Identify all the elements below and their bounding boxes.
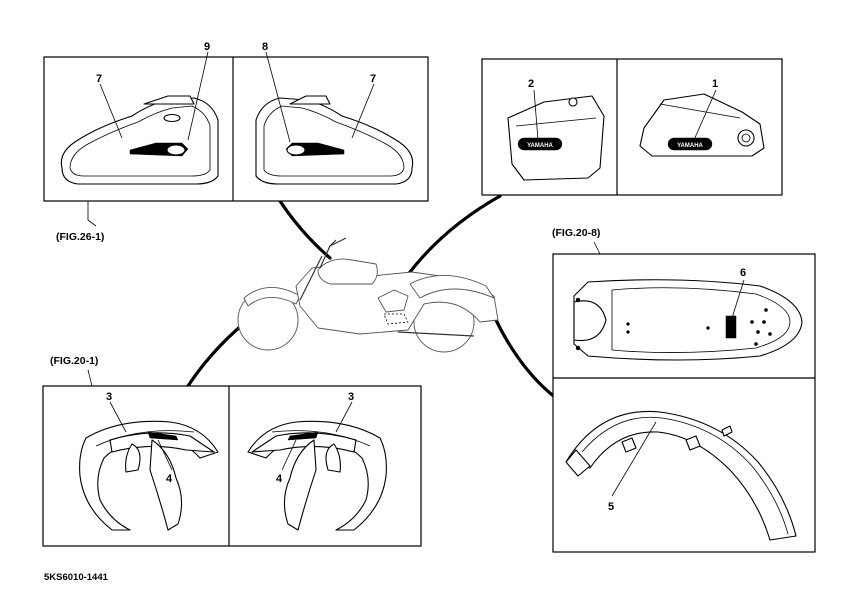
callout-9: 9 — [204, 41, 210, 53]
connector-tank — [276, 196, 332, 260]
front-fender-left-view — [79, 420, 219, 531]
callout-4-right: 4 — [276, 473, 283, 485]
callout-4-left: 4 — [166, 473, 173, 485]
callout-6: 6 — [740, 267, 746, 279]
drawing-code: 5KS6010-1441 — [44, 572, 109, 583]
callout-5: 5 — [608, 501, 614, 513]
callout-3-right: 3 — [348, 391, 354, 403]
seat-emblem — [725, 315, 737, 339]
front-emblem-left — [147, 431, 179, 441]
side-cover-hidden — [383, 313, 409, 325]
motorcycle-overview — [237, 237, 499, 353]
tank-panel: 7 9 8 7 — [43, 41, 429, 202]
front-fender-silhouette — [243, 287, 301, 307]
fig-ref-front-fender: (FIG.20-1) — [50, 355, 98, 367]
svg-text:YAMAHA: YAMAHA — [677, 143, 703, 149]
front-fender-right-view — [247, 420, 387, 531]
rear-panel: 6 5 — [552, 253, 816, 553]
connector-rear-fender — [493, 316, 558, 400]
callout-7-right: 7 — [370, 73, 376, 85]
side-cover-right-view: YAMAHA — [639, 93, 765, 157]
front-fender-panel: 3 4 3 4 — [42, 385, 422, 547]
front-emblem-right — [287, 431, 319, 441]
fig-ref-seat: (FIG.20-8) — [552, 227, 600, 239]
side-emblem-left — [517, 137, 563, 151]
callout-1: 1 — [712, 78, 718, 90]
callout-8: 8 — [262, 41, 268, 53]
side-cover-panel: YAMAHA YAMAHA 2 1 — [481, 58, 783, 196]
rear-fender-silhouette — [409, 275, 495, 299]
seat-view — [573, 279, 803, 361]
tank-right-view — [255, 95, 414, 185]
callout-7-left: 7 — [96, 73, 102, 85]
side-emblem-right — [667, 137, 713, 151]
exhaust — [397, 331, 475, 337]
side-cover-left-view: YAMAHA — [507, 95, 605, 181]
connector-side-cover — [402, 194, 502, 282]
tank-left-view — [60, 95, 219, 185]
side-cover-silhouette — [377, 289, 409, 313]
rear-fender-view — [565, 410, 797, 541]
tank-silhouette — [317, 258, 378, 285]
svg-text:YAMAHA: YAMAHA — [527, 143, 553, 149]
callout-3-left: 3 — [106, 391, 112, 403]
fig-ref-tank: (FIG.26-1) — [56, 231, 104, 243]
handlebar — [319, 237, 347, 269]
callout-2: 2 — [528, 78, 534, 90]
fork — [299, 255, 323, 301]
